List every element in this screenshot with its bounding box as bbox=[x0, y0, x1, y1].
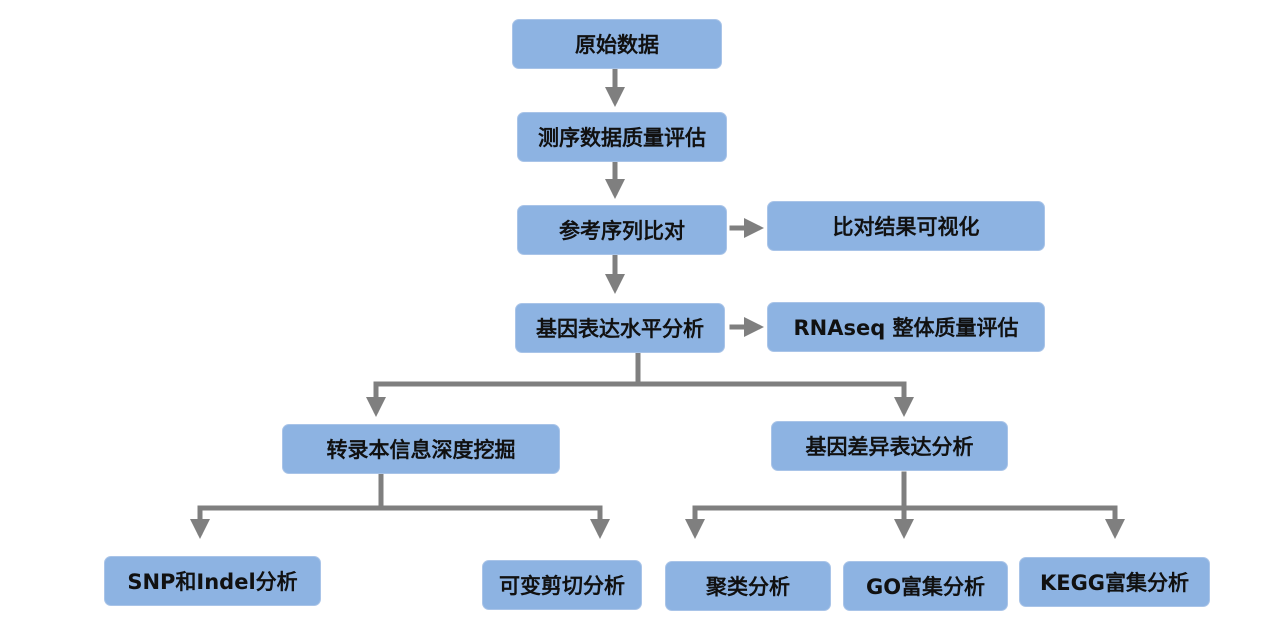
node-kegg-enrichment: KEGG富集分析 bbox=[1019, 557, 1210, 607]
node-sequencing-qc: 测序数据质量评估 bbox=[517, 112, 727, 162]
node-alternative-splicing: 可变剪切分析 bbox=[482, 560, 642, 610]
node-clustering: 聚类分析 bbox=[665, 561, 831, 611]
node-go-enrichment: GO富集分析 bbox=[843, 561, 1008, 611]
node-gene-expression: 基因表达水平分析 bbox=[515, 303, 725, 353]
node-rnaseq-overall-qc: RNAseq 整体质量评估 bbox=[767, 302, 1045, 352]
node-transcript-mining: 转录本信息深度挖掘 bbox=[282, 424, 560, 474]
node-raw-data: 原始数据 bbox=[512, 19, 722, 69]
node-alignment-visualization: 比对结果可视化 bbox=[767, 201, 1045, 251]
node-differential-expression: 基因差异表达分析 bbox=[771, 421, 1008, 471]
node-reference-alignment: 参考序列比对 bbox=[517, 205, 727, 255]
node-snp-indel: SNP和Indel分析 bbox=[104, 556, 321, 606]
